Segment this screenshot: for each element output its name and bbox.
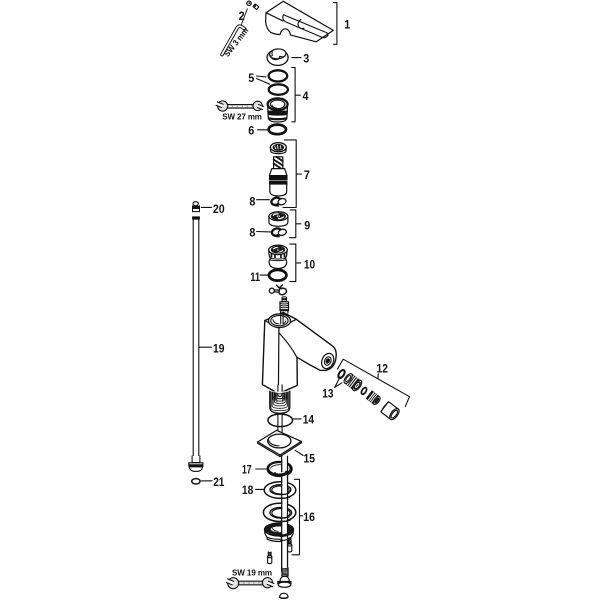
svg-text:8: 8 [249,195,255,209]
svg-text:17: 17 [242,462,252,476]
svg-text:3: 3 [303,52,309,66]
svg-text:6: 6 [248,123,254,137]
svg-text:9: 9 [304,219,310,233]
svg-text:5: 5 [248,71,254,85]
svg-text:4: 4 [303,89,309,103]
svg-text:SW 27 mm: SW 27 mm [222,112,261,122]
svg-text:20: 20 [213,202,225,216]
svg-text:SW 19 mm: SW 19 mm [232,567,272,577]
svg-text:10: 10 [304,257,315,271]
svg-text:1: 1 [344,18,350,32]
svg-text:8: 8 [249,226,255,240]
svg-text:12: 12 [377,361,388,375]
svg-text:15: 15 [304,451,315,465]
svg-text:14: 14 [303,413,314,427]
svg-text:2: 2 [239,9,245,23]
svg-text:18: 18 [242,483,253,497]
svg-text:16: 16 [303,510,315,524]
svg-text:7: 7 [304,168,310,182]
svg-text:21: 21 [213,475,224,489]
svg-text:13: 13 [322,387,333,401]
svg-text:11: 11 [250,270,260,284]
svg-text:19: 19 [213,342,224,356]
